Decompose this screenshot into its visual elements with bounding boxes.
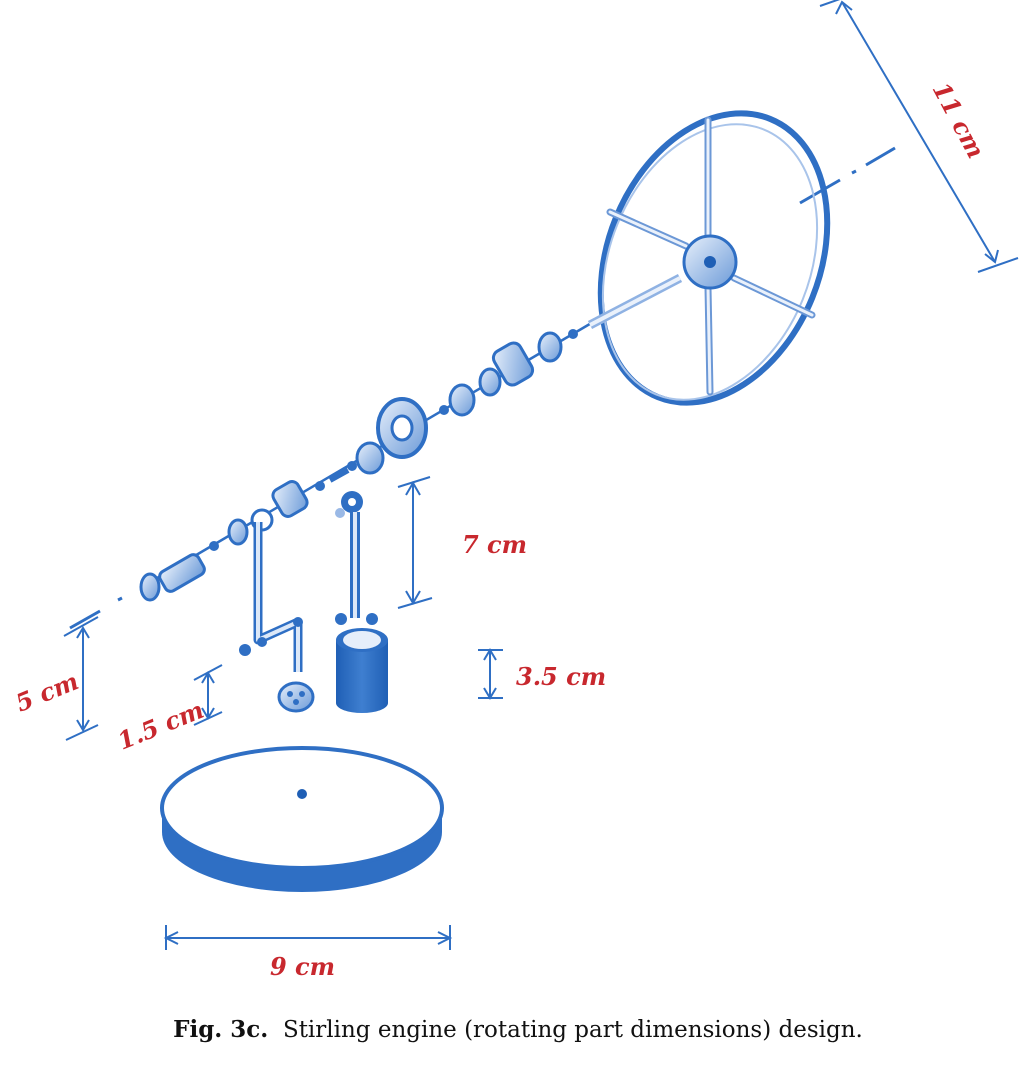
label-7cm: 7 cm [462,530,527,559]
label-9cm: 9 cm [270,952,335,981]
crank-rod [239,522,315,713]
base-plate [160,746,444,892]
label-1-5cm: 1.5 cm [113,695,207,756]
piston-assembly [335,491,388,713]
shaft-components [139,274,683,602]
dimension-lines [63,0,1019,950]
label-5cm: 5 cm [11,666,82,717]
caption-text: Stirling engine (rotating part dimension… [282,1017,863,1043]
label-3-5cm: 3.5 cm [516,662,606,691]
caption-label: Fig. 3c. [173,1016,269,1043]
flywheel [597,110,831,406]
figure-caption: Fig. 3c. Stirling engine (rotating part … [0,1016,1036,1043]
label-11cm: 11 cm [927,77,991,163]
